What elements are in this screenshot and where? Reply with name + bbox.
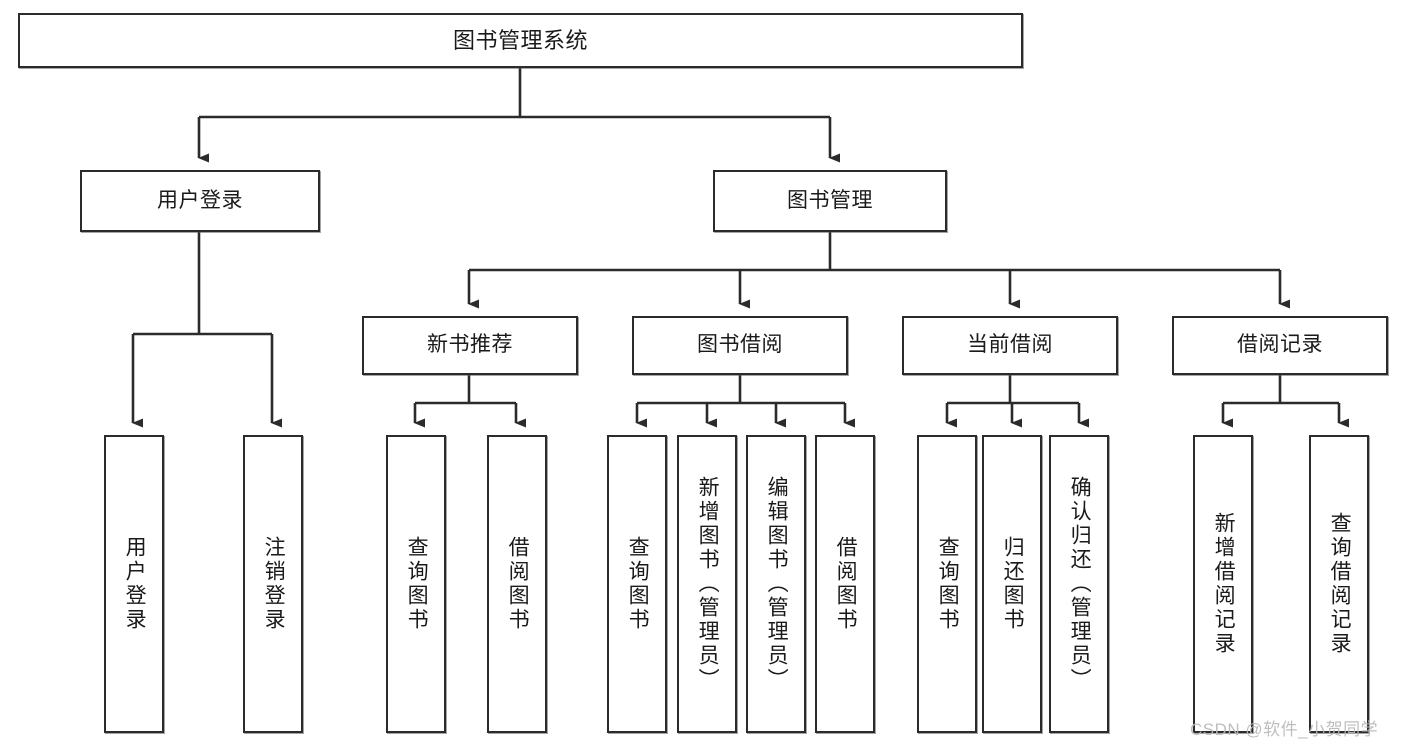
leaf-query-book-borrow[interactable]: 查询图书	[607, 435, 667, 733]
node-label: 图书管理系统	[452, 27, 588, 53]
node-label: 当前借阅	[967, 333, 1053, 357]
node-label: 编辑图书（管理员）	[765, 476, 789, 692]
node-label: 借阅记录	[1237, 333, 1323, 357]
node-label: 新增借阅记录	[1212, 512, 1236, 656]
leaf-borrow-book-recommend[interactable]: 借阅图书	[487, 435, 547, 733]
node-label: 借阅图书	[506, 536, 530, 632]
node-label: 新书推荐	[427, 333, 513, 357]
leaf-add-book-admin[interactable]: 新增图书（管理员）	[677, 435, 737, 733]
node-label: 查询图书	[405, 536, 429, 632]
node-label: 图书借阅	[697, 333, 783, 357]
node-root-system[interactable]: 图书管理系统	[18, 13, 1023, 68]
node-label: 查询图书	[626, 536, 650, 632]
node-book-management[interactable]: 图书管理	[713, 170, 947, 232]
leaf-confirm-return-admin[interactable]: 确认归还（管理员）	[1049, 435, 1109, 733]
node-label: 归还图书	[1001, 536, 1025, 632]
node-label: 用户登录	[123, 536, 147, 632]
node-borrow-record[interactable]: 借阅记录	[1172, 316, 1388, 375]
leaf-borrow-book[interactable]: 借阅图书	[815, 435, 875, 733]
node-label: 注销登录	[262, 536, 286, 632]
leaf-query-book-recommend[interactable]: 查询图书	[386, 435, 446, 733]
node-label: 查询借阅记录	[1328, 512, 1352, 656]
csdn-watermark: CSDN @软件_小贺同学	[1190, 720, 1379, 739]
leaf-edit-book-admin[interactable]: 编辑图书（管理员）	[746, 435, 806, 733]
node-user-login[interactable]: 用户登录	[80, 170, 320, 232]
leaf-query-borrow-record[interactable]: 查询借阅记录	[1309, 435, 1369, 733]
node-book-borrow[interactable]: 图书借阅	[632, 316, 848, 375]
node-current-borrow[interactable]: 当前借阅	[902, 316, 1118, 375]
node-label: 借阅图书	[834, 536, 858, 632]
leaf-add-borrow-record[interactable]: 新增借阅记录	[1193, 435, 1253, 733]
node-label: 用户登录	[157, 188, 243, 212]
node-label: 查询图书	[936, 536, 960, 632]
node-label: 图书管理	[787, 188, 873, 212]
leaf-query-book-current[interactable]: 查询图书	[917, 435, 977, 733]
node-label: 新增图书（管理员）	[696, 476, 720, 692]
node-new-book-recommend[interactable]: 新书推荐	[362, 316, 578, 375]
leaf-logout[interactable]: 注销登录	[243, 435, 303, 733]
node-label: 确认归还（管理员）	[1068, 476, 1092, 692]
leaf-user-login[interactable]: 用户登录	[104, 435, 164, 733]
leaf-return-book[interactable]: 归还图书	[982, 435, 1042, 733]
